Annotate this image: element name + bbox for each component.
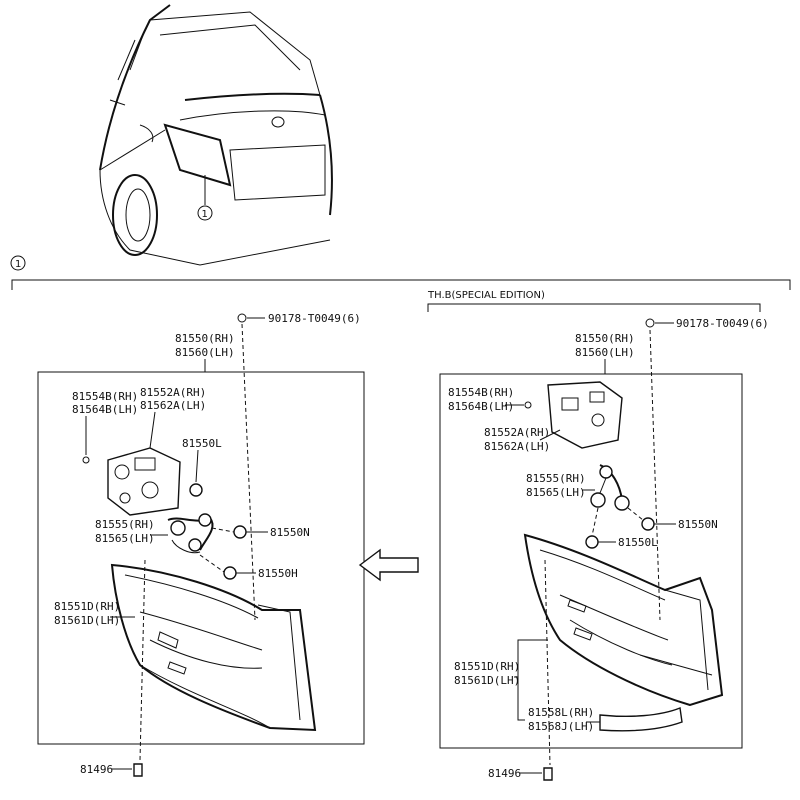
right-lamp-assy-lh: 81560(LH) [575,346,635,359]
left-bulb-h-label: 81550H [258,567,298,580]
right-clip-icon [543,767,553,781]
left-bulb-l-icon [189,483,203,497]
left-panel: 90178-T0049(6) 81550(RH) 81560(LH) 81554… [37,312,365,777]
right-socket-lh: 81565(LH) [526,486,586,499]
group-bracket: 1 [10,255,791,290]
right-socket-icon [590,464,630,511]
right-lamp-assy-rh: 81550(RH) [575,332,635,345]
right-socket-rh: 81555(RH) [526,472,586,485]
left-lens-lh: 81561D(LH) [54,614,120,627]
left-socket-rh: 81555(RH) [95,518,155,531]
left-lens-icon [110,563,317,732]
left-screw-icon [237,313,247,323]
callout-circle [10,255,26,271]
right-screw-label: 90178-T0049(6) [676,317,769,330]
right-panel-frame [439,373,743,749]
car-rear-icon: 1 [99,4,333,266]
left-lamp-assy-lh: 81560(LH) [175,346,235,359]
right-lens-lh: 81561D(LH) [454,674,520,687]
right-garnish-rh: 81558L(RH) [528,706,594,719]
left-bulb-n-icon [233,525,247,539]
right-bulb-l-icon [585,535,599,549]
left-gasket-rh: 81554B(RH) [72,390,138,403]
left-bulb-l-label: 81550L [182,437,222,450]
left-gasket-icon [82,456,90,464]
left-socket-lh: 81565(LH) [95,532,155,545]
left-socket-icon [167,513,214,554]
right-clip-label: 81496 [488,767,521,780]
left-cover-rh: 81552A(RH) [140,386,206,399]
car-callout-number: 1 [202,209,208,220]
right-gasket-lh: 81564B(LH) [448,400,514,413]
right-cover-lh: 81562A(LH) [484,440,550,453]
left-bulb-h-icon [223,566,237,580]
left-screw-label: 90178-T0049(6) [268,312,361,325]
left-lens-rh: 81551D(RH) [54,600,120,613]
arrow-left-icon [358,548,419,582]
right-gasket-rh: 81554B(RH) [448,386,514,399]
edition-label: TH.B(SPECIAL EDITION) [427,290,545,301]
right-lens-rh: 81551D(RH) [454,660,520,673]
right-bulb-l-label: 81550L [618,536,658,549]
right-screw-icon [645,318,655,328]
right-garnish-icon [599,707,683,732]
right-panel: TH.B(SPECIAL EDITION) 90178-T0049(6) 815… [427,290,769,781]
left-clip-label: 81496 [80,763,113,776]
right-cover-icon [547,381,623,449]
right-gasket-icon [524,401,532,409]
left-lamp-assy-rh: 81550(RH) [175,332,235,345]
group-callout-number: 1 [15,259,21,270]
left-panel-frame [37,371,365,745]
left-clip-icon [133,763,143,777]
right-garnish-lh: 81568J(LH) [528,720,594,733]
right-lens-icon [523,533,724,707]
right-cover-rh: 81552A(RH) [484,426,550,439]
right-bulb-n-label: 81550N [678,518,718,531]
left-gasket-lh: 81564B(LH) [72,403,138,416]
right-bulb-n-icon [641,517,655,531]
left-bulb-n-label: 81550N [270,526,310,539]
left-cover-lh: 81562A(LH) [140,399,206,412]
left-cover-icon [107,447,181,516]
